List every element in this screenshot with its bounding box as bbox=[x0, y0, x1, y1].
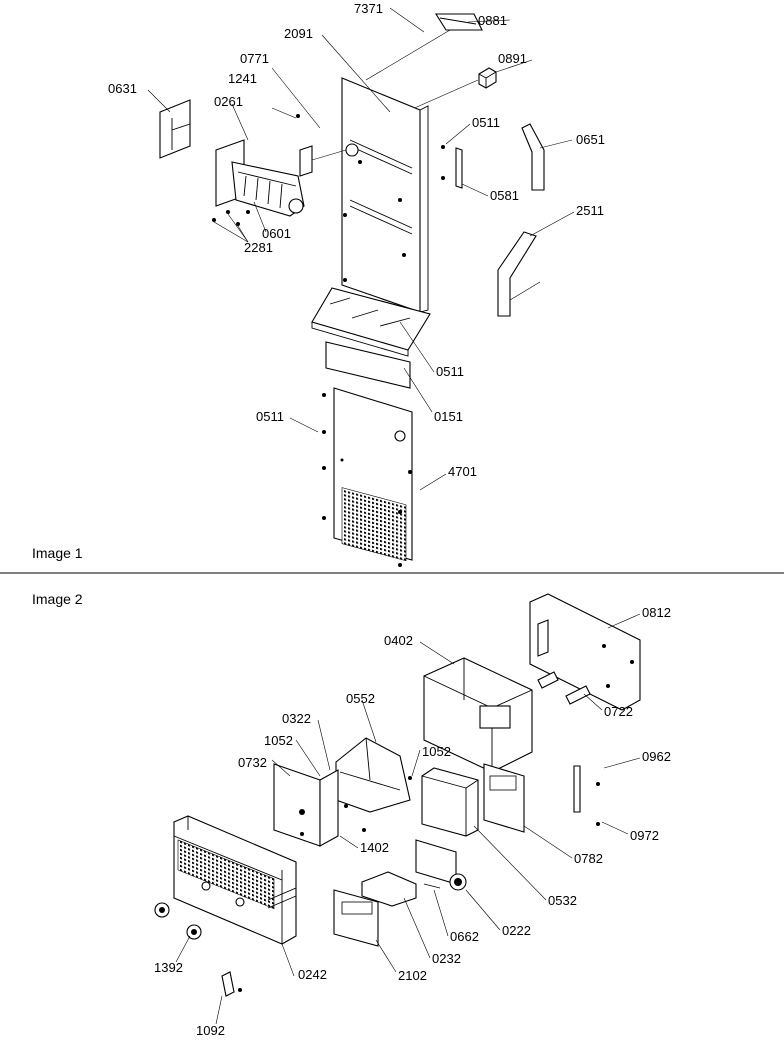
callout-label: 0242 bbox=[298, 967, 327, 982]
image-2-leaders bbox=[175, 613, 641, 1025]
callout-label: 0812 bbox=[642, 605, 671, 620]
part-0962 bbox=[573, 765, 581, 813]
callout-label: 0222 bbox=[502, 923, 531, 938]
callout-label: 0261 bbox=[214, 94, 243, 109]
callout-label: 0782 bbox=[574, 851, 603, 866]
callout-label: 0662 bbox=[450, 929, 479, 944]
callout-label: 0232 bbox=[432, 951, 461, 966]
callout-label: 0511 bbox=[472, 115, 500, 130]
callout-label: 1392 bbox=[154, 960, 183, 975]
callout-label: 0891 bbox=[498, 51, 527, 66]
callout-label: 0722 bbox=[604, 704, 633, 719]
image-1-callouts: 7371 0881 2091 0891 0771 0631 1241 0261 0511 0651… bbox=[108, 1, 605, 479]
callout-label: 1052 bbox=[422, 744, 451, 759]
part-0552 bbox=[335, 737, 411, 813]
image-1-leaders bbox=[147, 7, 575, 491]
callout-label: 0881 bbox=[478, 13, 507, 28]
callout-label: 0151 bbox=[434, 409, 463, 424]
callout-label: 0511 bbox=[256, 409, 284, 424]
callout-label: 0511 bbox=[436, 364, 464, 379]
callout-label: 0601 bbox=[262, 226, 291, 241]
image-2-callouts: 0812 0402 0722 0552 0322 1052 1052 0732 0962 0972… bbox=[154, 605, 671, 1038]
callout-label: 0771 bbox=[240, 51, 269, 66]
image-2-caption: Image 2 bbox=[32, 591, 83, 607]
callout-label: 1052 bbox=[264, 733, 293, 748]
part-0151 bbox=[325, 341, 411, 389]
callout-label: 0581 bbox=[490, 188, 519, 203]
callout-label: 0732 bbox=[238, 755, 267, 770]
callout-label: 0631 bbox=[108, 81, 137, 96]
part-0232 bbox=[361, 871, 417, 907]
image-1-caption: Image 1 bbox=[32, 545, 83, 561]
callout-label: 0402 bbox=[384, 633, 413, 648]
part-2102 bbox=[333, 889, 379, 947]
shelf-plate bbox=[311, 287, 431, 351]
part-0222 bbox=[415, 839, 457, 885]
image-1-diagram bbox=[159, 13, 545, 567]
callout-label: 1092 bbox=[196, 1023, 225, 1038]
callout-label: 0962 bbox=[642, 749, 671, 764]
callout-label: 0972 bbox=[630, 828, 659, 843]
callout-label: 2091 bbox=[284, 26, 313, 41]
part-0891 bbox=[478, 67, 497, 89]
part-0812 bbox=[529, 593, 641, 711]
part-0651 bbox=[521, 123, 545, 191]
callout-label: 1402 bbox=[360, 840, 389, 855]
callout-label: 1241 bbox=[228, 71, 257, 86]
callout-label: 2511 bbox=[576, 203, 604, 218]
callout-label: 2102 bbox=[398, 968, 427, 983]
callout-label: 0552 bbox=[346, 691, 375, 706]
part-0722 bbox=[565, 685, 591, 705]
part-0581 bbox=[455, 147, 463, 189]
callout-label: 0532 bbox=[548, 893, 577, 908]
callout-label: 7371 bbox=[354, 1, 383, 16]
part-0782 bbox=[483, 763, 525, 833]
part-0732 bbox=[273, 763, 321, 847]
part-1092 bbox=[221, 971, 235, 997]
image-2-diagram bbox=[154, 593, 641, 997]
part-2091-back-panel bbox=[341, 77, 421, 313]
part-0881 bbox=[435, 13, 483, 31]
callout-label: 0322 bbox=[282, 711, 311, 726]
callout-label: 2281 bbox=[244, 240, 273, 255]
callout-label: 0651 bbox=[576, 132, 605, 147]
part-2511 bbox=[497, 231, 537, 317]
callout-label: 4701 bbox=[448, 464, 477, 479]
